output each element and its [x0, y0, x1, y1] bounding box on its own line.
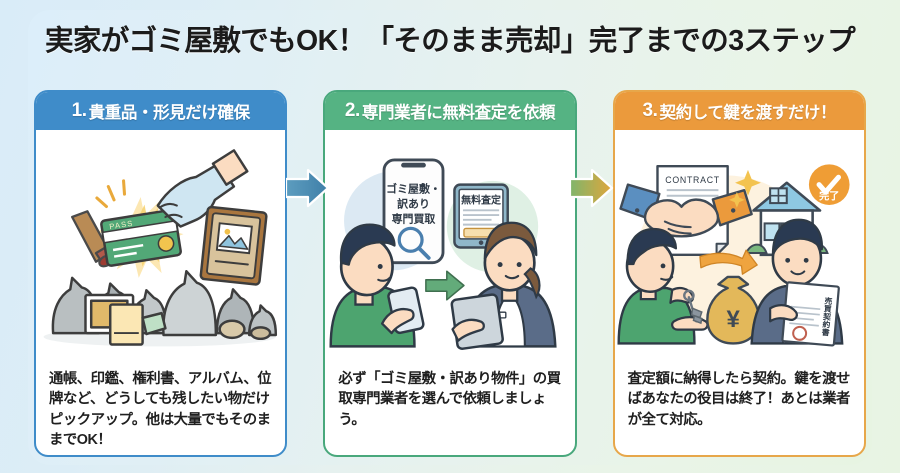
- phone-line-3: 専門買取: [392, 212, 436, 226]
- garbage-bags: [43, 270, 278, 347]
- man-green-sweater: [329, 223, 425, 348]
- step-3-number: 3.: [642, 100, 658, 121]
- step-card-3: 3. 契約して鍵を渡すだけ！ CONTRACT: [612, 90, 866, 457]
- step-1-number: 1.: [71, 100, 87, 121]
- phone-line-2: 訳あり: [397, 196, 430, 210]
- steps-row: 1. 貴重品・形見だけ確保: [34, 90, 866, 457]
- keys: [682, 289, 703, 325]
- sales-contract-document: 売買契約書: [780, 281, 840, 347]
- magnifier-icon: [397, 226, 431, 260]
- step-1-caption: 通帳、印鑑、権利書、アルバム、位牌など、どうしても残したい物だけピックアップ。他…: [49, 371, 272, 449]
- step-3-heading: 契約して鍵を渡すだけ！: [659, 104, 837, 122]
- check-icon: [816, 174, 841, 195]
- tablet-title: 無料査定: [461, 194, 501, 207]
- page-title: 実家がゴミ屋敷でもOK！「そのまま売却」完了までの3ステップ: [44, 25, 856, 57]
- photo-album: [199, 205, 268, 286]
- step-2-caption: 必ず「ゴミ屋敷・訳あり物件」の買取専門業者を選んで依頼しましょう。: [338, 371, 561, 428]
- pass-card-label: PASS: [109, 219, 134, 232]
- step-1-header: 1. 貴重品・形見だけ確保: [36, 92, 286, 130]
- phone-line-1: ゴミ屋敷・: [386, 181, 441, 195]
- step-1-illustration: PASS: [36, 130, 286, 363]
- businessman-hand: [768, 304, 798, 323]
- step-2-header: 2. 専門業者に無料査定を依頼: [325, 92, 575, 130]
- sparkles: [728, 169, 761, 208]
- step-card-2: 2. 専門業者に無料査定を依頼 ゴミ屋敷・ 訳あり 専門買取: [323, 90, 577, 457]
- step-card-1: 1. 貴重品・形見だけ確保: [34, 90, 288, 457]
- contract-label: CONTRACT: [665, 175, 720, 185]
- completion-badge: 完了: [808, 164, 850, 205]
- step-3-header: 3. 契約して鍵を渡すだけ！: [614, 92, 864, 130]
- sales-contract-label: 売買契約書: [820, 295, 833, 337]
- green-bankbook: PASS: [100, 208, 182, 267]
- inner-green-arrow: [425, 270, 466, 301]
- woman-business-suit: [450, 221, 557, 350]
- badge-label: 完了: [819, 189, 839, 202]
- step-2-illustration: ゴミ屋敷・ 訳あり 専門買取 無料査定: [325, 130, 575, 363]
- step-2-number: 2.: [344, 100, 360, 121]
- yen-symbol: ¥: [726, 306, 740, 333]
- step-3-caption: 査定額に納得したら契約。鍵を渡せばあなたの役目は終了！あとは業者が全て対応。: [627, 371, 851, 428]
- shine-lines: [95, 179, 127, 209]
- gloved-hand: [156, 149, 249, 228]
- step-3-illustration: CONTRACT: [614, 130, 864, 363]
- money-bag: ¥: [705, 275, 760, 345]
- arrow-step2-to-step3: [568, 168, 614, 208]
- red-seal: [791, 325, 807, 341]
- smartphone: ゴミ屋敷・ 訳あり 専門買取: [382, 158, 445, 265]
- step-2-heading: 専門業者に無料査定を依頼: [361, 104, 556, 122]
- arrow-step1-to-step2: [284, 168, 330, 208]
- gap-2: [577, 90, 613, 457]
- orange-arrow: [698, 249, 758, 275]
- title-area: 実家がゴミ屋敷でもOK！「そのまま売却」完了までの3ステップ: [0, 18, 900, 59]
- step-1-heading: 貴重品・形見だけ確保: [88, 104, 250, 122]
- gap-1: [287, 90, 323, 457]
